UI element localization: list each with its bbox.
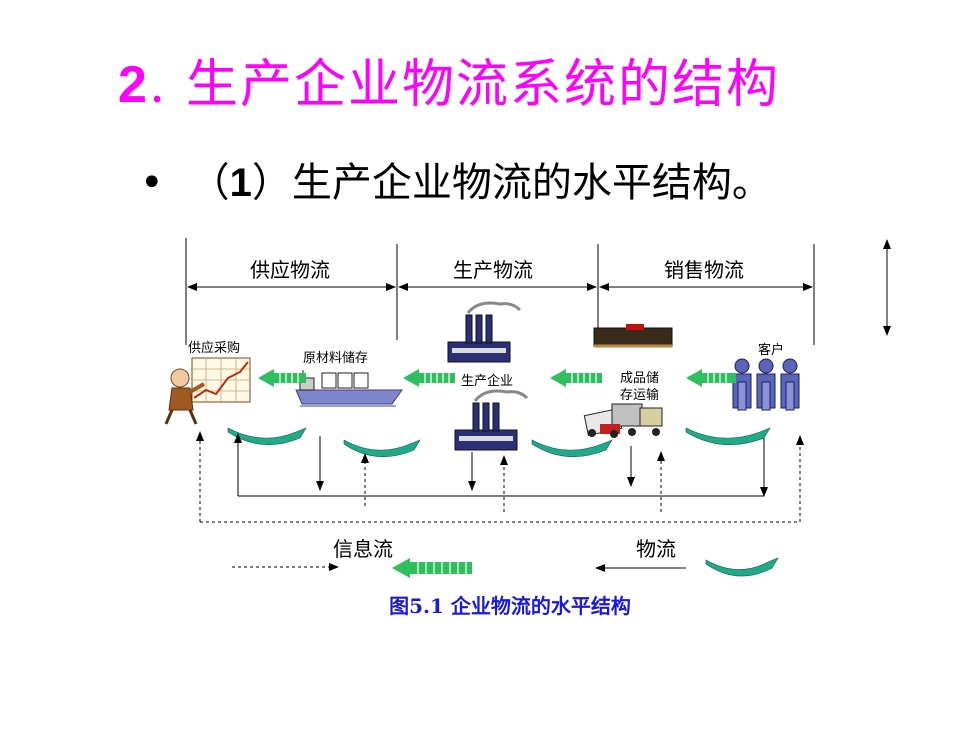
cargo-ship-icon xyxy=(295,370,403,407)
bullet-text: ）生产企业物流的水平结构。 xyxy=(251,160,772,206)
slide-title: 2. 生产企业物流系统的结构 xyxy=(118,42,780,117)
title-text: 生产企业物流系统的结构 xyxy=(185,55,780,115)
warehouse-icon xyxy=(593,324,673,348)
info-flow-arrows xyxy=(258,369,736,387)
node-label-enterprise: 生产企业 xyxy=(461,373,513,389)
bullet-item: • （1）生产企业物流的水平结构。 xyxy=(140,150,772,208)
bullet-open-paren: （ xyxy=(189,160,230,206)
factory-icon-top xyxy=(447,301,522,363)
section-dividers xyxy=(185,238,815,345)
material-flow-arrows xyxy=(227,427,771,458)
figure-caption: 图5.1 企业物流的水平结构 xyxy=(389,594,631,618)
node-label-finished-2: 存运输 xyxy=(620,387,659,403)
node-label-procurement: 供应采购 xyxy=(188,340,240,356)
delivery-trucks-icon xyxy=(583,403,663,438)
legend-info-flow-label: 信息流 xyxy=(333,537,393,561)
section-label-supply: 供应物流 xyxy=(250,258,330,282)
bullet-dot: • xyxy=(140,160,164,206)
section-label-production: 生产物流 xyxy=(453,258,533,282)
title-separator: . xyxy=(148,55,168,115)
legend-info-flow-green-arrow xyxy=(392,558,472,578)
solid-flow-lines xyxy=(234,433,768,497)
bullet-number: 1 xyxy=(229,161,252,205)
section-label-sales: 销售物流 xyxy=(664,258,744,282)
node-label-finished-1: 成品储 xyxy=(620,371,659,386)
customers-icon xyxy=(732,358,800,411)
legend-material-flow-teal-arrow xyxy=(705,557,779,577)
node-label-raw-storage: 原材料储存 xyxy=(303,351,368,366)
dashed-info-lines xyxy=(196,431,804,523)
legend-material-flow-label: 物流 xyxy=(636,537,676,561)
factory-icon-bottom xyxy=(454,389,529,451)
procurement-person-icon xyxy=(164,357,251,425)
node-label-customer: 客户 xyxy=(758,342,784,358)
title-number: 2 xyxy=(118,56,149,114)
